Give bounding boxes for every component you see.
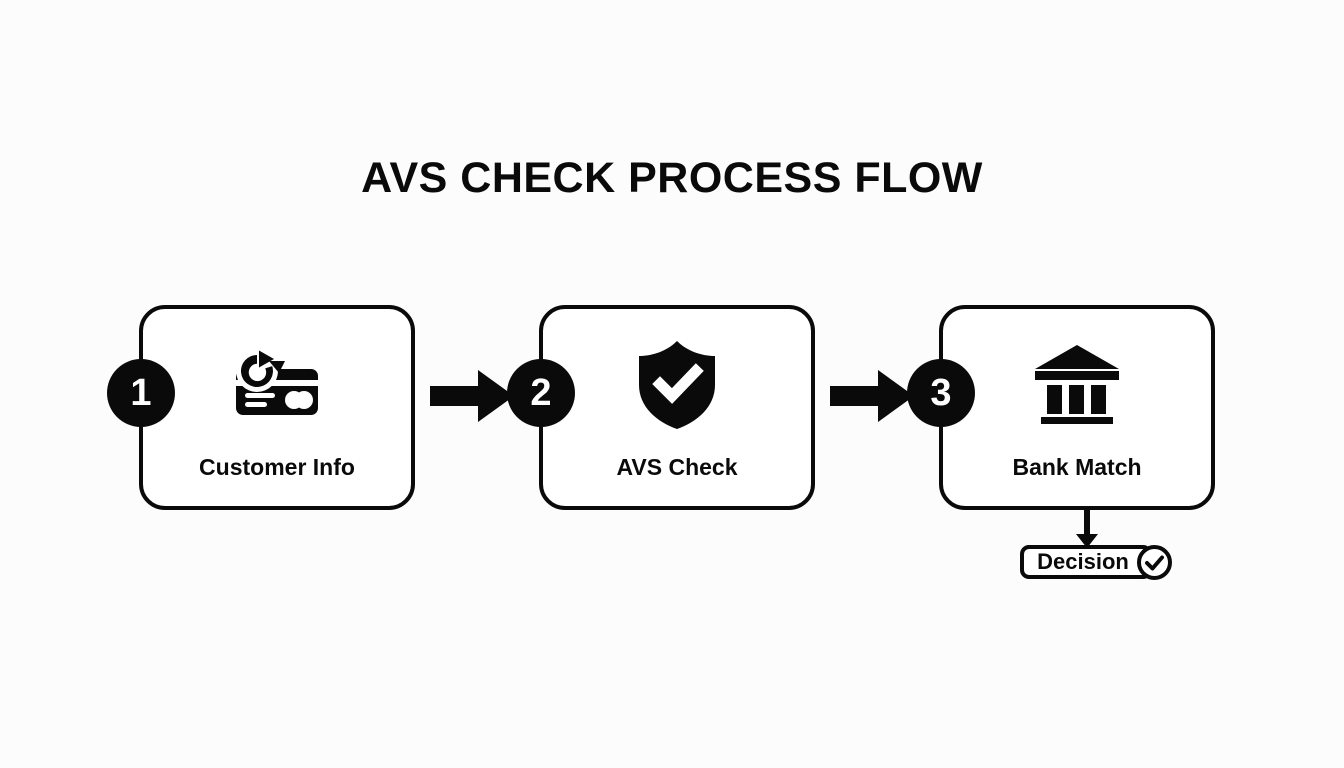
page-title: AVS CHECK PROCESS FLOW	[361, 154, 983, 202]
down-arrow-icon	[1060, 508, 1114, 550]
step-number-badge-3: 3	[907, 359, 975, 427]
shield-check-icon	[543, 337, 811, 433]
step-card-customer-info[interactable]: 1 Customer Info	[107, 305, 415, 510]
credit-card-refresh-icon	[143, 337, 411, 433]
decision-label: Decision	[1037, 549, 1129, 574]
step-number-badge-1: 1	[107, 359, 175, 427]
step-card-avs-check[interactable]: 2 AVS Check	[507, 305, 815, 510]
right-block-arrow-icon-2	[830, 368, 914, 424]
step-label-3: Bank Match	[1012, 454, 1142, 480]
step-number-badge-2: 2	[507, 359, 575, 427]
right-block-arrow-icon-1	[430, 368, 514, 424]
step-label-1: Customer Info	[199, 454, 355, 480]
step-label-2: AVS Check	[616, 454, 738, 480]
step-card-bank-match[interactable]: 3 Bank Match	[907, 305, 1215, 510]
circle-check-icon	[1136, 544, 1173, 581]
decision-pill[interactable]: Decision	[1020, 545, 1152, 579]
bank-building-icon	[943, 337, 1211, 433]
